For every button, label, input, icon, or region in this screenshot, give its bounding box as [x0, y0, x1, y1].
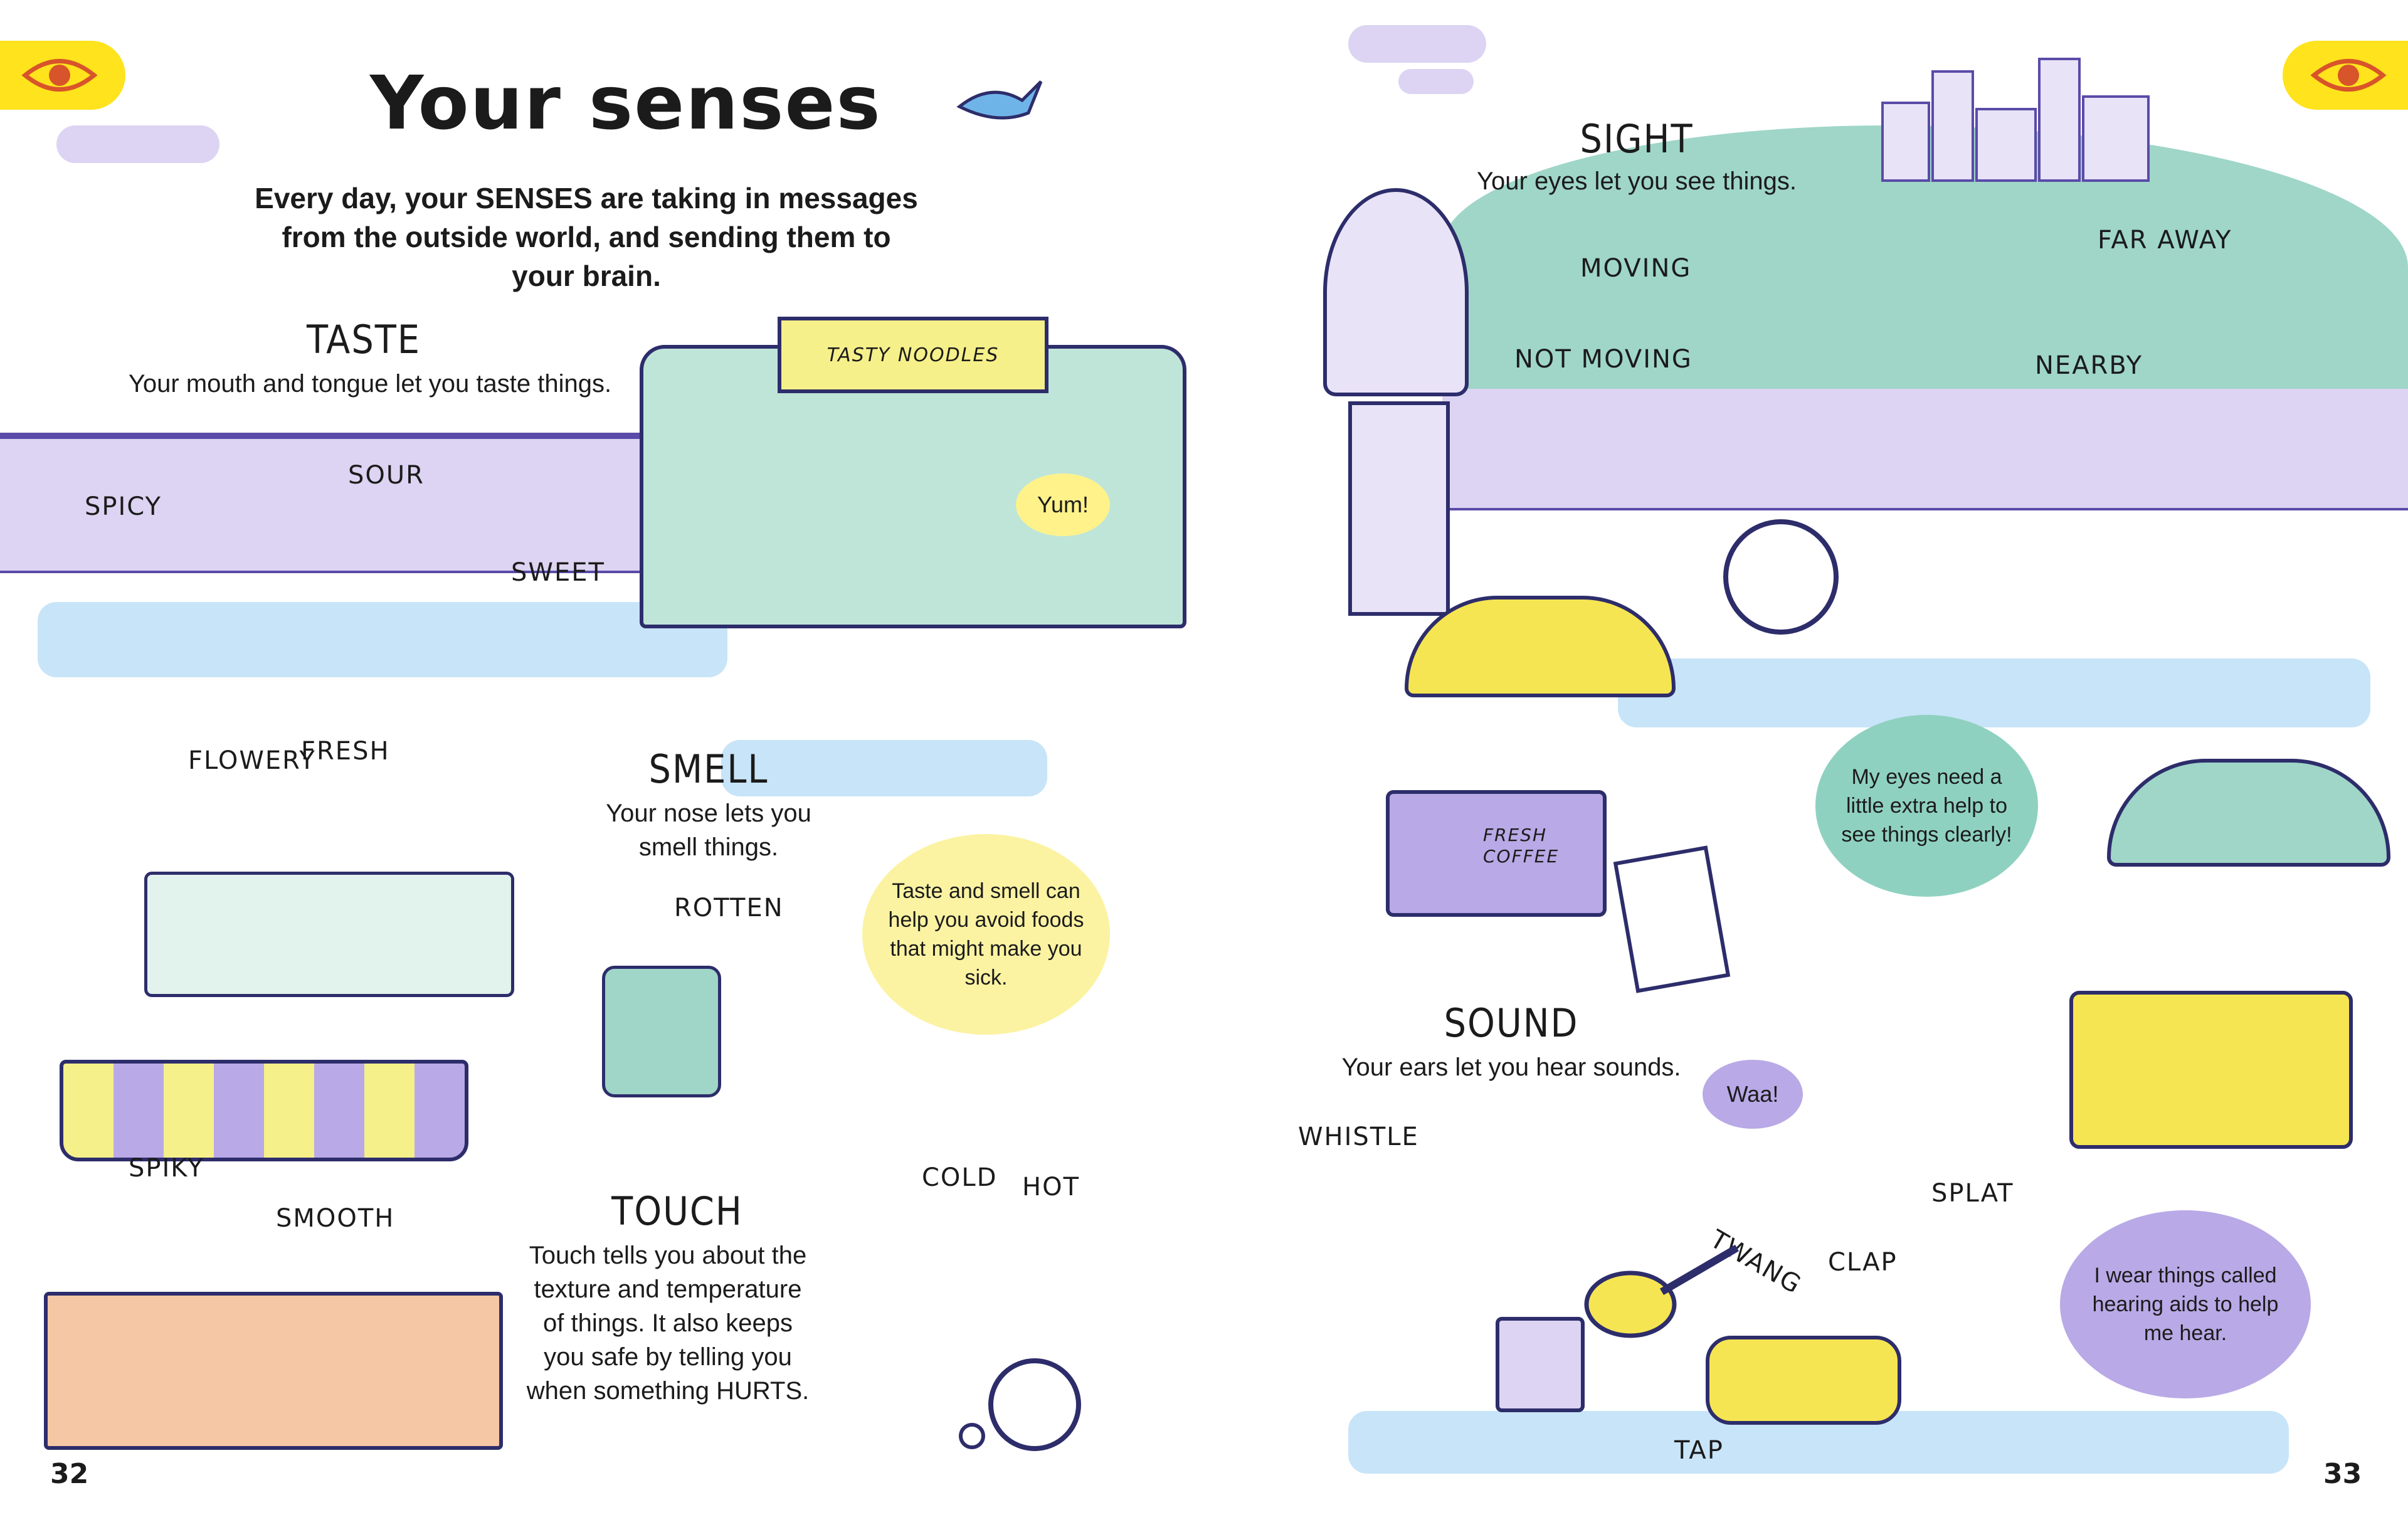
taste-smell-bubble: Taste and smell can help you avoid foods…	[862, 834, 1110, 1035]
label-cold: COLD	[922, 1163, 998, 1192]
cloud-left	[56, 125, 219, 163]
guitar-icon	[1584, 1244, 1740, 1338]
page-title: Your senses	[370, 60, 882, 146]
sight-heading: SIGHT	[1580, 116, 1694, 162]
menu-board	[1613, 845, 1731, 993]
tasty-noodles-sign: TASTY NOODLES	[826, 344, 1000, 366]
smell-description: Your nose lets you smell things.	[606, 800, 811, 861]
left-ground-1	[38, 602, 727, 677]
touch-heading: TOUCH	[611, 1188, 743, 1234]
fruit-stall-awning	[60, 1060, 468, 1161]
coffee-cart	[1386, 790, 1607, 917]
rotten-bin	[602, 966, 721, 1097]
ice-cream-umbrella	[2107, 759, 2390, 867]
page-number-left: 32	[50, 1458, 89, 1490]
city-skyline	[1869, 56, 2170, 182]
guitar-case	[1706, 1336, 1901, 1425]
label-spicy: SPICY	[85, 492, 162, 521]
label-moving: MOVING	[1580, 254, 1692, 283]
fruit-stall-crates	[44, 1292, 503, 1450]
coffee-umbrella	[1405, 596, 1676, 697]
fresh-coffee-sign: FRESH COFFEE	[1483, 825, 1560, 867]
sound-heading: SOUND	[1444, 1000, 1579, 1046]
touch-description: Touch tells you about the texture and te…	[526, 1242, 810, 1405]
label-flowery: FLOWERY	[188, 746, 316, 775]
unicycle-icon	[1723, 519, 1839, 635]
label-tap: TAP	[1674, 1436, 1724, 1465]
ice-cream-cart	[2069, 991, 2353, 1149]
hearing-aids-bubble: I wear things called hearing aids to hel…	[2060, 1210, 2311, 1398]
sound-description: Your ears let you hear sounds.	[1341, 1054, 1681, 1081]
page-intro: Every day, your SENSES are taking in mes…	[255, 182, 918, 292]
eye-icon	[21, 59, 98, 92]
sight-description: Your eyes let you see things.	[1477, 167, 1797, 195]
right-ground-1	[1618, 658, 2370, 727]
left-tab	[0, 41, 125, 110]
label-sour: SOUR	[348, 461, 425, 490]
cloud-right	[1348, 25, 1486, 63]
label-spiky: SPIKY	[129, 1154, 204, 1183]
left-ground-2	[721, 740, 1047, 796]
speaker	[1496, 1317, 1585, 1412]
taste-heading: TASTE	[306, 317, 421, 362]
taste-description: Your mouth and tongue let you taste thin…	[128, 370, 612, 398]
label-whistle: WHISTLE	[1298, 1122, 1419, 1151]
page-number-right: 33	[2323, 1458, 2362, 1490]
lion-statue-column	[1348, 401, 1450, 616]
right-page-wall	[1442, 383, 2408, 510]
label-sweet: SWEET	[511, 558, 605, 587]
label-fresh: FRESH	[301, 737, 390, 766]
yum-speech-bubble: Yum!	[1016, 473, 1110, 536]
cloud-right-2	[1398, 69, 1474, 94]
eye-icon	[2310, 59, 2387, 92]
food-truck-sign: TASTY NOODLES	[778, 317, 1048, 393]
flower-stall	[144, 872, 514, 997]
label-nearby: NEARBY	[2035, 351, 2143, 380]
bird-icon	[956, 80, 1043, 120]
label-smooth: SMOOTH	[276, 1204, 395, 1233]
right-tab	[2283, 41, 2408, 110]
lion-statue	[1323, 188, 1469, 396]
label-far-away: FAR AWAY	[2098, 226, 2232, 255]
label-hot: HOT	[1022, 1173, 1080, 1202]
eyes-bubble: My eyes need a little extra help to see …	[1815, 715, 2038, 897]
label-splat: SPLAT	[1931, 1179, 2014, 1208]
label-rotten: ROTTEN	[674, 894, 784, 922]
smell-heading: SMELL	[648, 746, 769, 792]
label-clap: CLAP	[1828, 1248, 1898, 1277]
waa-speech-bubble: Waa!	[1703, 1060, 1803, 1129]
wheelchair-icon	[959, 1358, 1081, 1451]
label-not-moving: NOT MOVING	[1514, 345, 1692, 374]
